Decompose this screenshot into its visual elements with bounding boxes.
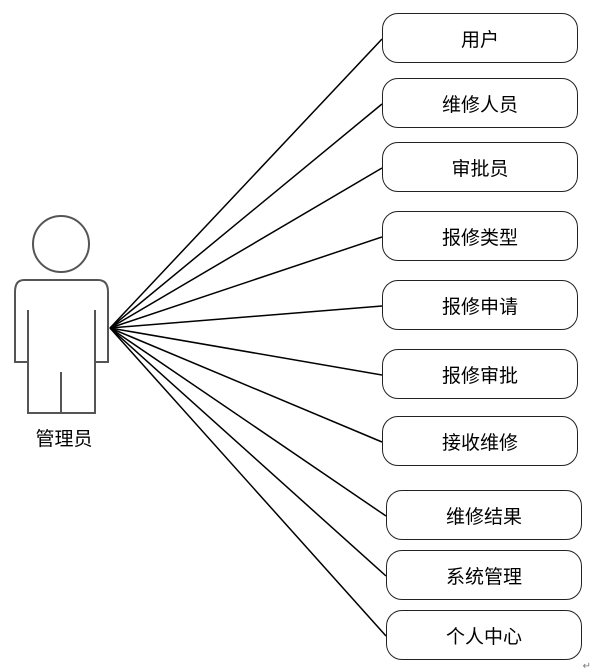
actor-label: 管理员 [35, 428, 93, 450]
paragraph-mark: ↵ [582, 661, 591, 672]
use-case-repair-type: 报修类型 [382, 211, 578, 261]
association-line-repair-request [109, 305, 383, 329]
use-case-system-management: 系统管理 [386, 550, 582, 600]
association-line-approver [109, 167, 383, 329]
association-line-repair-staff [109, 103, 383, 329]
use-case-repair-request: 报修申请 [382, 280, 578, 330]
use-case-repair-approval: 报修审批 [382, 349, 578, 399]
association-line-repair-approval [109, 327, 383, 376]
use-case-personal-center: 个人中心 [386, 610, 582, 660]
association-line-accept-repair [109, 327, 383, 443]
use-case-accept-repair: 接收维修 [382, 416, 578, 466]
association-line-system-management [109, 327, 387, 577]
actor-head [32, 215, 90, 273]
use-case-repair-staff: 维修人员 [382, 78, 578, 128]
use-case-approver: 审批员 [382, 142, 578, 192]
association-line-user [109, 38, 383, 329]
association-lines [109, 38, 387, 637]
use-case-repair-result: 维修结果 [386, 490, 582, 540]
actor-figure [14, 215, 109, 414]
association-line-repair-result [109, 327, 387, 517]
actor-body [14, 279, 109, 414]
use-case-user: 用户 [382, 13, 578, 63]
association-line-repair-type [109, 236, 383, 329]
association-line-personal-center [109, 327, 387, 637]
